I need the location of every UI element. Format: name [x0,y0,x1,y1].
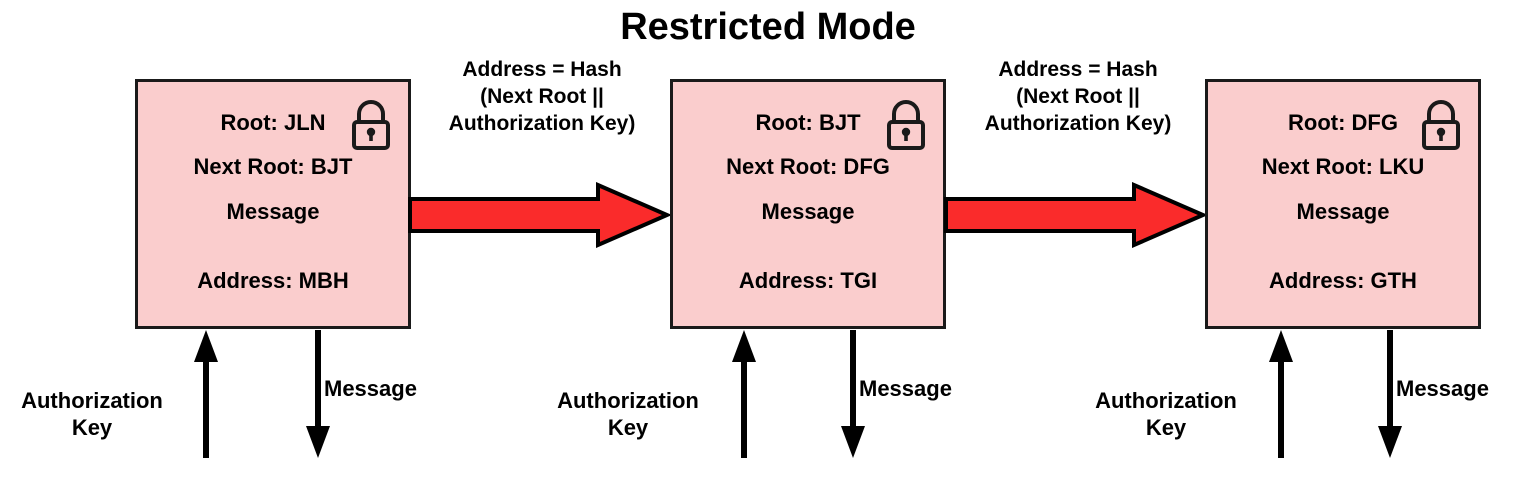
link-1-caption: Address = Hash (Next Root || Authorizati… [402,57,682,138]
right-block-arrow-icon-2 [944,182,1206,248]
node-box-2: Root: BJT Next Root: DFG Message Address… [670,79,946,329]
message-label-2: Message [859,376,952,401]
authorization-key-label-3: Authorization Key [1066,388,1266,442]
message-out-arrow-2 [841,330,865,458]
node-2-message: Message [761,199,855,224]
message-label-1: Message [324,376,417,401]
page-title: Restricted Mode [620,6,916,48]
link-2-caption-line1: Address = Hash [998,58,1158,81]
node-3-root: Root: DFG [1288,110,1398,135]
node-2-root: Root: BJT [755,110,861,135]
link-2-caption: Address = Hash (Next Root || Authorizati… [938,57,1218,138]
link-2-caption-line3: Authorization Key) [984,111,1172,135]
node-3-address: Address: GTH [1269,268,1417,293]
right-block-arrow-icon-1 [408,182,670,248]
node-2-next-root: Next Root: DFG [726,154,890,179]
lock-icon [352,100,390,150]
link-1-caption-line2: (Next Root || [480,84,604,108]
auth-label-line2: Key [1145,414,1187,440]
message-out-arrow-3 [1378,330,1402,458]
node-1-message: Message [226,199,320,224]
authorization-key-label-2: Authorization Key [528,388,728,442]
authorization-key-label-1: Authorization Key [0,388,192,442]
authorization-key-arrow-2 [732,330,756,458]
node-1-address: Address: MBH [197,268,349,293]
node-1-next-root: Next Root: BJT [193,154,353,179]
auth-label-line1: Authorization [1095,388,1237,413]
node-3-message: Message [1296,199,1390,224]
lock-icon [887,100,925,150]
node-box-1: Root: JLN Next Root: BJT Message Address… [135,79,411,329]
auth-label-line1: Authorization [21,388,163,413]
auth-label-line1: Authorization [557,388,699,413]
authorization-key-arrow-3 [1269,330,1293,458]
auth-label-line2: Key [71,414,113,440]
link-2-caption-line2: (Next Root || [1016,84,1140,108]
lock-icon [1422,100,1460,150]
link-1-caption-line3: Authorization Key) [448,111,636,135]
node-1-root: Root: JLN [220,110,326,135]
node-2-address: Address: TGI [738,268,878,293]
link-1-caption-line1: Address = Hash [462,58,622,81]
authorization-key-arrow-1 [194,330,218,458]
message-label-3: Message [1396,376,1489,401]
node-box-3: Root: DFG Next Root: LKU Message Address… [1205,79,1481,329]
node-3-next-root: Next Root: LKU [1261,154,1425,179]
auth-label-line2: Key [607,414,649,440]
message-out-arrow-1 [306,330,330,458]
